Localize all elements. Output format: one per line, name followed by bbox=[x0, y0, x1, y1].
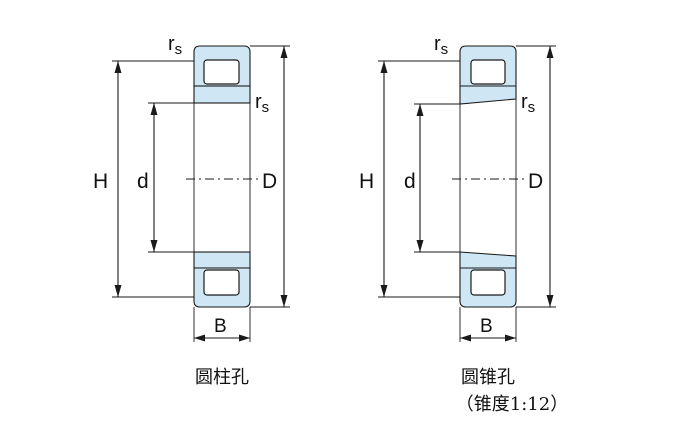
inner-ring-top bbox=[193, 85, 251, 104]
label-bigd: D bbox=[262, 170, 277, 193]
label-rs-top: rs bbox=[168, 33, 182, 58]
inner-ring-bottom bbox=[193, 251, 251, 269]
caption-cylindrical: 圆柱孔 bbox=[195, 367, 249, 388]
label-rs-top: rs bbox=[434, 33, 448, 58]
tapered-bore-diagram: rs rs H d D B 圆锥孔 （锥度1:12） bbox=[359, 33, 568, 415]
roller-top bbox=[203, 59, 240, 85]
label-rs-inner: rs bbox=[521, 91, 535, 116]
label-bigd: D bbox=[528, 170, 543, 193]
caption-taper-ratio: （锥度1:12） bbox=[456, 394, 568, 415]
caption-tapered: 圆锥孔 bbox=[461, 367, 515, 388]
label-b: B bbox=[214, 316, 227, 337]
label-b: B bbox=[480, 316, 493, 337]
roller-bottom bbox=[470, 269, 506, 296]
cylindrical-bore-diagram: rs rs H d D B 圆柱孔 bbox=[93, 33, 290, 388]
label-h: H bbox=[93, 170, 108, 193]
inner-ring-bottom bbox=[459, 251, 517, 269]
roller-bottom bbox=[203, 269, 240, 296]
inner-ring-top bbox=[459, 85, 517, 105]
label-h: H bbox=[359, 170, 374, 193]
label-rs-inner: rs bbox=[255, 91, 269, 116]
roller-top bbox=[470, 59, 506, 85]
label-d: d bbox=[404, 170, 416, 193]
label-d: d bbox=[137, 170, 149, 193]
